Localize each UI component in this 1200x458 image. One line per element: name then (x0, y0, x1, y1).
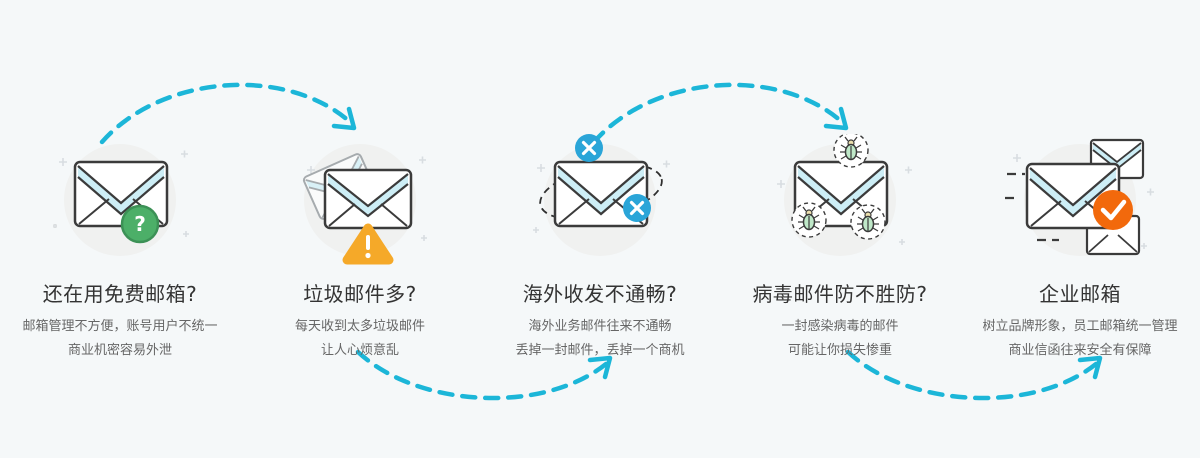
item-desc-line: 树立品牌形象，员工邮箱统一管理 (982, 319, 1178, 334)
item-desc-line: 可能让你损失惨重 (787, 343, 892, 358)
envelope-question-graphic: ? (53, 150, 189, 244)
feature-item-free-mailbox: ? 还在用免费邮箱? 邮箱管理不方便，账号用户不统一 商业机密容易外泄 (0, 0, 240, 363)
item-desc-line: 一封感染病毒的邮件 (781, 319, 899, 334)
item-title: 垃圾邮件多? (303, 282, 417, 306)
item-desc-line: 商业机密容易外泄 (67, 343, 172, 358)
envelope-question-icon: ? (45, 142, 195, 270)
feature-item-overseas: 海外收发不通畅? 海外业务邮件往来不通畅 丢掉一封邮件，丢掉一个商机 (480, 0, 720, 363)
envelope-verified-icon (1005, 138, 1155, 270)
item-desc-line: 让人心烦意乱 (320, 343, 399, 358)
item-title: 病毒邮件防不胜防? (752, 282, 928, 306)
item-desc-line: 邮箱管理不方便，账号用户不统一 (22, 319, 218, 334)
envelope-warning-graphic (302, 153, 427, 265)
envelope-warning-icon (285, 142, 435, 270)
feature-item-spam: 垃圾邮件多? 每天收到太多垃圾邮件 让人心烦意乱 (240, 0, 480, 363)
item-desc-line: 丢掉一封邮件，丢掉一个商机 (515, 343, 685, 358)
item-title: 海外收发不通畅? (522, 282, 678, 306)
envelope-verified-graphic (1005, 138, 1154, 256)
item-title: 企业邮箱 (1039, 282, 1121, 306)
envelope-blocked-graphic (533, 134, 670, 233)
envelope-blocked-icon (525, 134, 675, 270)
feature-columns: ? 还在用免费邮箱? 邮箱管理不方便，账号用户不统一 商业机密容易外泄 (0, 0, 1200, 363)
item-desc-line: 海外业务邮件往来不通畅 (528, 319, 672, 334)
feature-item-virus: 病毒邮件防不胜防? 一封感染病毒的邮件 可能让你损失惨重 (720, 0, 960, 363)
bug-medallion (791, 202, 827, 238)
item-title: 还在用免费邮箱? (42, 282, 198, 306)
bug-medallion (850, 204, 886, 240)
item-desc-line: 每天收到太多垃圾邮件 (294, 319, 425, 334)
bug-medallion (833, 134, 869, 168)
svg-text:?: ? (134, 212, 146, 236)
envelope-virus-graphic (777, 134, 912, 245)
feature-item-enterprise: 企业邮箱 树立品牌形象，员工邮箱统一管理 商业信函往来安全有保障 (960, 0, 1200, 363)
item-desc-line: 商业信函往来安全有保障 (1008, 343, 1152, 358)
envelope-virus-icon (765, 134, 915, 270)
